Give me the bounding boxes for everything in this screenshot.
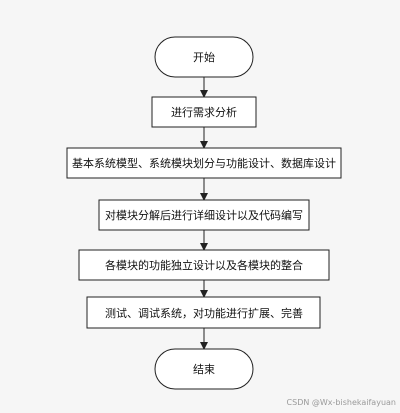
end-label: 结束	[193, 363, 215, 376]
process-step-5: 测试、调试系统，对功能进行扩展、完善	[86, 296, 321, 329]
end-node: 结束	[154, 348, 254, 390]
step-2-label: 基本系统模型、系统模块划分与功能设计、数据库设计	[72, 156, 336, 170]
process-step-1: 进行需求分析	[151, 96, 257, 128]
start-label: 开始	[193, 50, 215, 64]
process-step-4: 各模块的功能独立设计以及各模块的整合	[78, 249, 330, 281]
step-3-label: 对模块分解后进行详细设计以及代码编写	[105, 208, 303, 222]
step-1-label: 进行需求分析	[171, 105, 237, 119]
process-step-2: 基本系统模型、系统模块划分与功能设计、数据库设计	[66, 147, 342, 179]
process-step-3: 对模块分解后进行详细设计以及代码编写	[98, 199, 310, 231]
watermark-text: CSDN @Wx-bishekaifayuan	[287, 398, 396, 407]
start-node: 开始	[154, 36, 254, 78]
step-4-label: 各模块的功能独立设计以及各模块的整合	[105, 258, 303, 272]
step-5-label: 测试、调试系统，对功能进行扩展、完善	[105, 306, 303, 320]
